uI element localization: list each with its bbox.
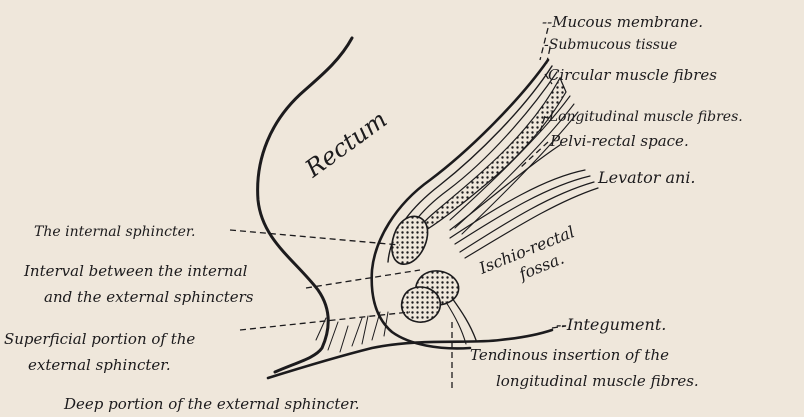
label-superficial-line1: Superficial portion of the [4,330,195,348]
label-pelvi-rectal: Pelvi-rectal space. [549,132,689,150]
internal-sphincter [392,216,428,264]
label-levator-ani: Levator ani. [597,168,696,187]
label-circular-muscle: Circular muscle fibres [548,66,717,84]
label-submucous-tissue: -Submucous tissue [544,37,677,53]
circular-muscle-band [422,78,566,230]
label-interval-line2: and the external sphincters [44,288,254,306]
leader-internal-sphincter [230,230,400,245]
label-longitudinal-muscle: -Longitudinal muscle fibres. [544,109,743,125]
label-integument: --Integument. [556,315,666,334]
label-tendinous-line1: Tendinous insertion of the [470,346,669,364]
leader-interval [306,270,420,288]
label-deep-portion: Deep portion of the external sphincter. [63,395,360,413]
label-tendinous-line2: longitudinal muscle fibres. [496,372,699,390]
label-mucous-membrane: --Mucous membrane. [542,13,703,31]
external-sphincter-deep [402,287,441,322]
label-internal-sphincter: The internal sphincter. [34,224,196,240]
label-interval-line1: Interval between the internal [23,262,248,280]
label-rectum: Rectum [299,105,392,183]
leader-superficial [240,312,410,330]
label-superficial-line2: external sphincter. [28,356,171,374]
tendinous-insertion-line-2 [446,302,466,344]
